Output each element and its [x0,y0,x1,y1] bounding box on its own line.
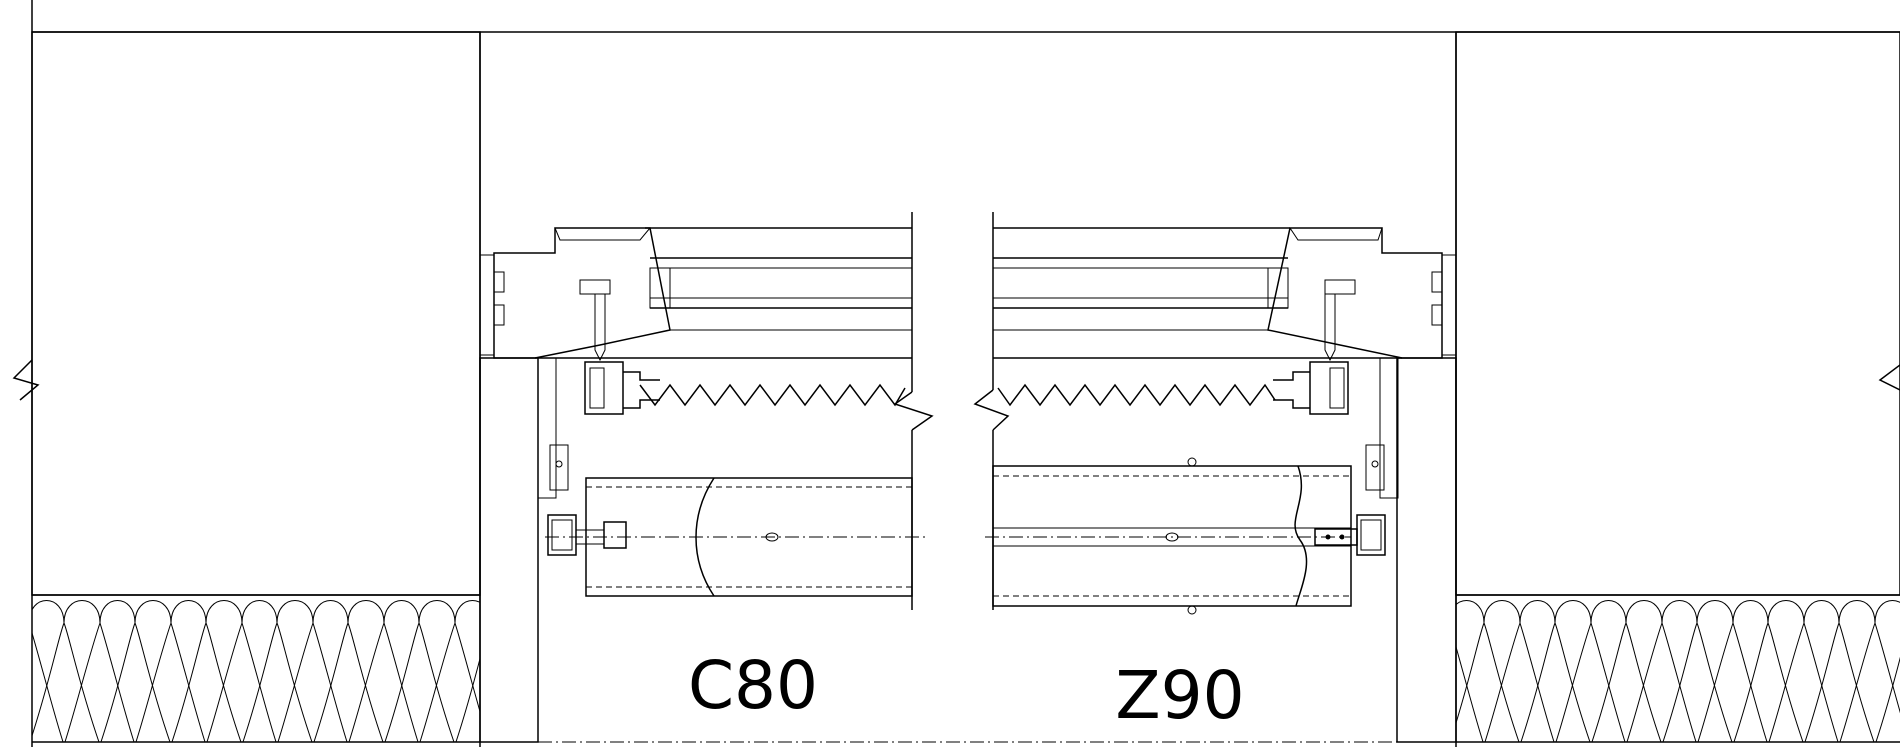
left-sash-glazing [535,212,934,610]
right-sash-glazing [973,212,1402,610]
right-seal-tape [1441,254,1457,356]
left-roller-tube [545,477,925,597]
left-pleat [639,383,906,407]
right-reveal-insulation [1396,357,1457,743]
label-z90: Z90 [1115,657,1244,734]
right-roller-tube [985,457,1352,615]
left-bracket [547,514,627,556]
right-bracket [1314,514,1386,556]
left-window-frame [479,227,671,499]
left-seal-tape [479,254,495,356]
right-pleat [997,383,1276,407]
left-blind-guide [584,361,660,415]
left-reveal-insulation [479,357,539,743]
left-wall-insulation [32,595,480,742]
right-blind-guide [1273,361,1349,415]
label-c80: C80 [688,647,818,724]
right-window-frame [1267,227,1457,499]
right-wall-insulation [1456,595,1900,742]
